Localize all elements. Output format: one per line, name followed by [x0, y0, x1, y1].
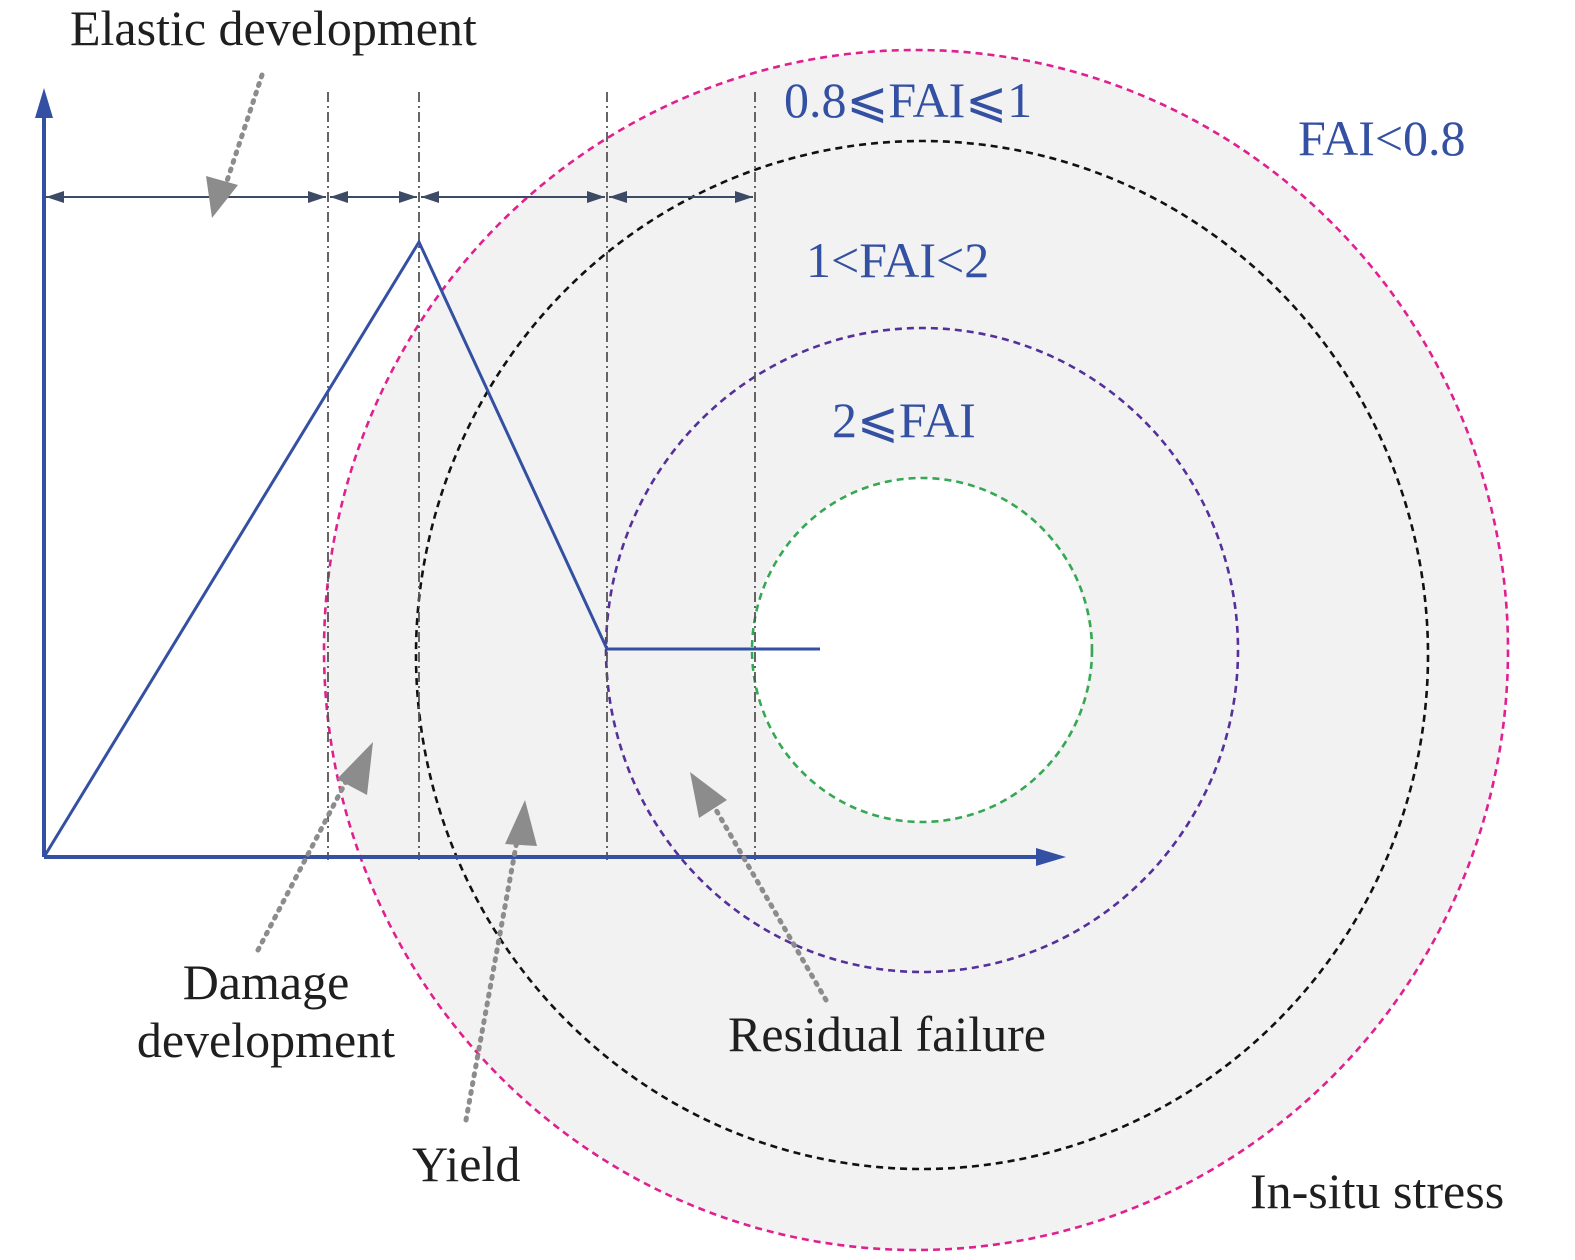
- dimension-arrowhead-icon: [609, 191, 627, 203]
- dimension-arrowhead-icon: [735, 191, 753, 203]
- pointer-elastic: [221, 72, 265, 193]
- label-damage-line1: Damage: [182, 954, 350, 1010]
- x-axis-arrowhead-icon: [1036, 848, 1066, 866]
- label-residual-failure: Residual failure: [728, 1006, 1046, 1062]
- dimension-arrows: [46, 191, 753, 203]
- label-fai-outer: FAI<0.8: [1298, 110, 1466, 166]
- label-elastic-development: Elastic development: [70, 0, 477, 56]
- label-yield: Yield: [412, 1136, 521, 1192]
- dimension-arrowhead-icon: [330, 191, 348, 203]
- pointer-damage: [255, 767, 355, 953]
- label-fai-zone-1: 0.8⩽FAI⩽1: [784, 72, 1033, 128]
- label-in-situ-stress: In-situ stress: [1250, 1163, 1505, 1219]
- label-fai-zone-3: 2⩽FAI: [832, 392, 976, 448]
- pointer-yield: [463, 832, 521, 1123]
- ring-green: [750, 476, 1094, 824]
- dimension-arrowhead-icon: [46, 191, 64, 203]
- label-fai-zone-2: 1<FAI<2: [806, 232, 990, 288]
- dimension-arrowhead-icon: [587, 191, 605, 203]
- pointer-arrowhead-icon: [337, 742, 373, 795]
- label-damage-line2: development: [136, 1011, 396, 1068]
- pointer-arrowhead-icon: [505, 800, 537, 846]
- pointer-residual: [709, 800, 829, 1003]
- y-axis-arrowhead-icon: [35, 88, 53, 118]
- shaded-zone: [324, 50, 1508, 1250]
- pointer-arrowhead-icon: [690, 772, 727, 818]
- ring-black: [414, 139, 1430, 1171]
- stress-strain-curve: [42, 238, 820, 858]
- dimension-arrowhead-icon: [399, 191, 417, 203]
- ring-outer-insitu: [322, 48, 1510, 1252]
- label-damage-development: Damage development: [116, 954, 416, 1069]
- pointer-arrowhead-icon: [206, 176, 238, 218]
- pointer-arrows: [206, 72, 829, 1123]
- dimension-arrowhead-icon: [421, 191, 439, 203]
- dimension-arrowhead-icon: [308, 191, 326, 203]
